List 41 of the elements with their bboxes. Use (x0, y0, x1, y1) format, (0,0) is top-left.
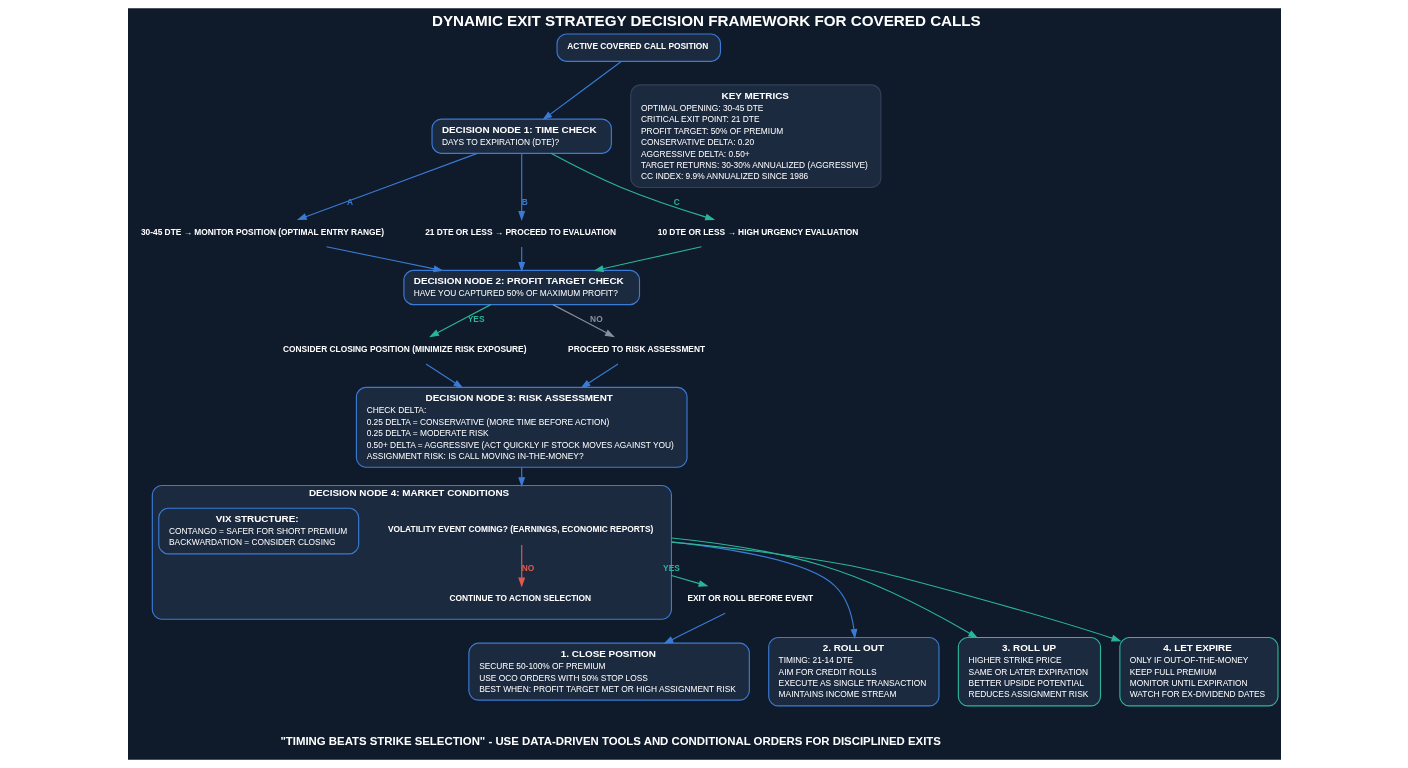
node-box: 1. CLOSE POSITION SECURE 50-100% OF PREMIUM USE OCO ORDERS WITH 50% STOP LOSS BEST WHEN: PROFIT TARGET MET OR HIGH ASSIGNMENT RISK (467, 642, 750, 701)
edge-label: B (521, 196, 528, 207)
node-box: DECISION NODE 1: TIME CHECK DAYS TO EXPIRATION (DTE)? (430, 118, 612, 154)
node-box: VIX STRUCTURE: CONTANGO = SAFER FOR SHORT PREMIUM BACKWARDATION = CONSIDER CLOSING (157, 507, 359, 555)
arrow (670, 541, 1121, 642)
node-text: CONSIDER CLOSING POSITION (MINIMIZE RISK EXPOSURE) (282, 343, 526, 354)
arrow (670, 537, 978, 639)
arrow (663, 612, 726, 644)
node-text: CONTINUE TO ACTION SELECTION (449, 592, 591, 603)
arrow (593, 246, 702, 272)
node-text: PROCEED TO RISK ASSESSMENT (567, 343, 705, 354)
node-text: VOLATILITY EVENT COMING? (EARNINGS, ECONOMIC REPORTS) (387, 524, 653, 535)
diagram-title: DYNAMIC EXIT STRATEGY DECISION FRAMEWORK FOR COVERED CALLS (431, 11, 981, 29)
arrow (325, 246, 443, 273)
node-box: 4. LET EXPIRE ONLY IF OUT-OF-THE-MONEY KEEP FULL PREMIUM MONITOR UNTIL EXPIRATION WATCH FOR EX-DIVIDEND DATES (1118, 636, 1279, 707)
node-box: 3. ROLL UP HIGHER STRIKE PRICE SAME OR LATER EXPIRATION BETTER UPSIDE POTENTIAL REDUCES ASSIGNMENT RISK (957, 636, 1101, 707)
node-box: KEY METRICS OPTIMAL OPENING: 30-45 DTE CRITICAL EXIT POINT: 21 DTE PROFIT TARGET: 50% OF PREMIUM CONSERVATIVE DELTA: 0.20 AGGRESSIVE DELTA: 0.50+ TARGET RETURNS: 30-30% ANNUALIZED (AGGRESSIVE) CC INDEX: 9.9% ANNUALIZED SINCE 1986 (629, 84, 881, 189)
edge-label: NO (589, 313, 603, 324)
arrow (296, 152, 478, 220)
edge-label: NO (521, 563, 534, 574)
arrow (670, 574, 708, 587)
arrow (580, 363, 619, 389)
node-text: EXIT OR ROLL BEFORE EVENT (686, 592, 813, 603)
arrow (517, 152, 525, 221)
node-text: 30-45 DTE → MONITOR POSITION (OPTIMAL ENTRY RANGE) (140, 226, 384, 237)
node-box: DECISION NODE 2: PROFIT TARGET CHECK HAVE YOU CAPTURED 50% OF MAXIMUM PROFIT? (402, 269, 640, 306)
arrow (428, 304, 491, 338)
arrow (670, 541, 857, 640)
arrow (541, 60, 622, 121)
arrow (551, 304, 615, 338)
node-box: DECISION NODE 3: RISK ASSESSMENT CHECK DELTA: 0.25 DELTA = CONSERVATIVE (MORE TIME BEFORE ACTION) 0.25 DELTA = MODERATE RISK 0.50+ DELTA = AGGRESSIVE (ACT QUICKLY IF STOCK MOVES AGAINST YOU) ASSIGNMENT RISK: IS CALL MOVING IN-THE-MONEY? (355, 386, 688, 468)
edge-label: C (673, 196, 680, 207)
caption: "TIMING BEATS STRIKE SELECTION" - USE DATA-DRIVEN TOOLS AND CONDITIONAL ORDERS FOR DISCIPLINED EXITS (279, 735, 941, 748)
node-text: 10 DTE OR LESS → HIGH URGENCY EVALUATION (657, 226, 858, 237)
node-box: ACTIVE COVERED CALL POSITION (555, 33, 721, 62)
arrow (549, 152, 715, 221)
node-box: 2. ROLL OUT TIMING: 21-14 DTE AIM FOR CREDIT ROLLS EXECUTE AS SINGLE TRANSACTION MAINTAINS INCOME STREAM (767, 636, 940, 707)
edge-label: YES (467, 313, 484, 324)
node-text: 21 DTE OR LESS → PROCEED TO EVALUATION (424, 226, 616, 237)
arrow (424, 363, 463, 389)
arrow (517, 544, 525, 588)
